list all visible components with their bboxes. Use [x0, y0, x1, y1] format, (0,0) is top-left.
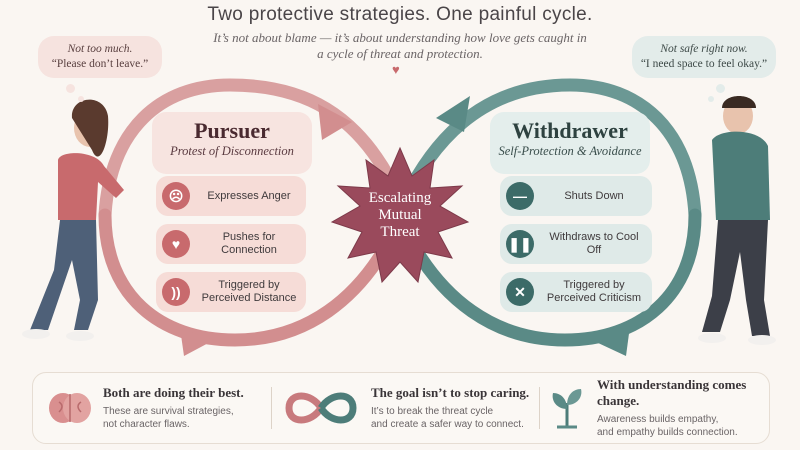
center-line1: Escalating [368, 190, 432, 206]
bubble-dot [716, 84, 725, 93]
pursuer-item-label: Pushes for Connection [221, 231, 277, 256]
pursuer-thought-line2: “Please don’t leave.” [51, 58, 149, 70]
withdrawer-item-cool-off: ❚❚ Withdraws to Cool Off [500, 224, 652, 264]
withdrawer-person-figure [698, 96, 776, 345]
pursuer-thought-bubble: Not too much. “Please don’t leave.” [38, 36, 162, 78]
withdrawer-thought-bubble: Not safe right now. “I need space to fee… [632, 36, 776, 78]
pursuer-loop-arc-top [98, 78, 407, 222]
withdrawer-loop-arc-top [393, 78, 702, 222]
center-threat-label: Escalating Mutual Threat [350, 190, 450, 241]
withdrawer-arrow-head-bottom [596, 326, 630, 356]
pursuer-header: Pursuer Protest of Disconnection [152, 112, 312, 174]
center-line3: Threat [380, 224, 420, 240]
withdrawer-title: Withdrawer [512, 118, 628, 143]
tip-line1: These are survival strategies, [103, 406, 234, 417]
intro-text: It’s not about blame — it’s about unders… [210, 30, 590, 62]
pursuer-title: Pursuer [194, 118, 270, 143]
tip-line2: not character flaws. [103, 419, 190, 430]
withdrawer-item-label: Triggered by Perceived Criticism [546, 279, 642, 304]
pursuer-item-anger: ☹ Expresses Anger [156, 176, 306, 216]
brain-icon [49, 393, 91, 423]
withdrawer-thought-line1: Not safe right now. [660, 43, 748, 55]
withdrawer-item-criticism: ✕ Triggered by Perceived Criticism [500, 272, 652, 312]
tip-text: Both are doing their best. These are sur… [103, 385, 244, 431]
angry-face-icon: ☹ [162, 182, 190, 210]
header-subtitle: Two protective strategies. One painful c… [207, 4, 593, 25]
withdrawer-arrow-head-top [436, 96, 470, 132]
withdrawer-loop-arc-bottom [398, 208, 702, 347]
infinity-icon [285, 392, 357, 424]
bubble-dot [78, 96, 84, 102]
tip-text: With understanding comes change. Awarene… [597, 377, 767, 439]
pursuer-item-label: Triggered by Perceived Distance [201, 279, 297, 304]
pursuer-arrow-head-bottom [180, 328, 214, 356]
withdrawer-subtitle: Self-Protection & Avoidance [498, 144, 642, 158]
tip-title: With understanding comes change. [597, 377, 747, 408]
pursuer-thought-line1: Not too much. [67, 43, 133, 55]
tip-line1: Awareness builds empathy, [597, 414, 719, 425]
sprout-icon [552, 389, 582, 429]
pursuer-item-label: Expresses Anger [207, 189, 291, 202]
pursuer-subtitle: Protest of Disconnection [170, 144, 294, 158]
tip-line2: and empathy builds connection. [597, 427, 738, 438]
minus-icon: — [506, 182, 534, 210]
withdrawer-header: Withdrawer Self-Protection & Avoidance [490, 112, 650, 174]
divider [271, 387, 272, 429]
pursuer-item-connection: ♥ Pushes for Connection [156, 224, 306, 264]
cycle-loop-diagram [22, 78, 776, 356]
pursuer-person-figure [22, 99, 124, 341]
small-heart-icon: ♥ [392, 62, 400, 77]
tip-goal: The goal isn’t to stop caring. It’s to b… [283, 373, 533, 443]
withdrawer-item-label: Withdraws to Cool Off [549, 231, 639, 256]
tip-text: The goal isn’t to stop caring. It’s to b… [371, 385, 529, 431]
tip-both-best: Both are doing their best. These are sur… [47, 373, 267, 443]
tip-line2: and create a safer way to connect. [371, 419, 524, 430]
signal-waves-icon: )) [162, 278, 190, 306]
center-line2: Mutual [378, 207, 422, 223]
threat-starburst [330, 146, 470, 284]
heart-icon: ♥ [162, 230, 190, 258]
pursuer-arrow-head-top [318, 104, 352, 140]
pursuer-item-distance: )) Triggered by Perceived Distance [156, 272, 306, 312]
tip-line1: It’s to break the threat cycle [371, 406, 494, 417]
bubble-dot [66, 84, 75, 93]
bubble-dot [708, 96, 714, 102]
withdrawer-thought-line2: “I need space to feel okay.” [640, 58, 768, 70]
pause-icon: ❚❚ [506, 230, 534, 258]
criticism-bubble-icon: ✕ [506, 278, 534, 306]
withdrawer-item-label: Shuts Down [564, 189, 624, 202]
intro-line: It’s not about blame — it’s about unders… [213, 30, 587, 61]
tip-title: Both are doing their best. [103, 385, 244, 400]
tip-title: The goal isn’t to stop caring. [371, 385, 530, 400]
pursuer-loop-arc-bottom [98, 206, 407, 347]
divider [539, 387, 540, 429]
bottom-tips-bar: Both are doing their best. These are sur… [32, 372, 770, 444]
tip-change: With understanding comes change. Awarene… [547, 373, 767, 443]
withdrawer-item-shuts-down: — Shuts Down [500, 176, 652, 216]
